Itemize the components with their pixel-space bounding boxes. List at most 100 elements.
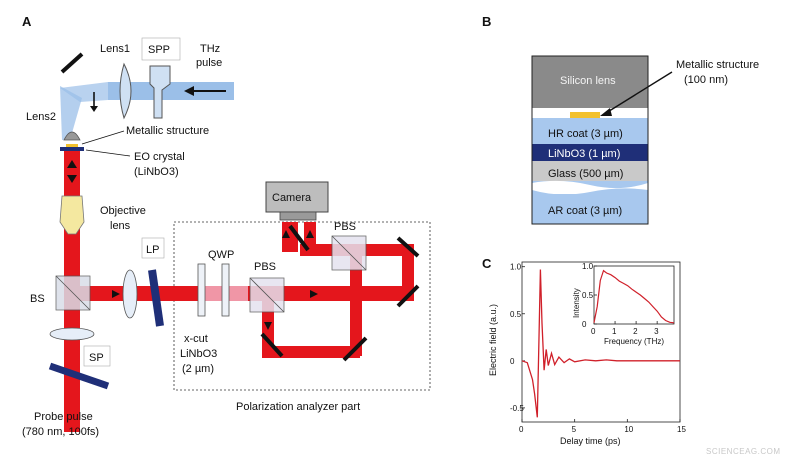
inset-x-tick-label: 0 xyxy=(591,327,596,336)
eo-label-line2: (LiNbO3) xyxy=(134,166,179,178)
probe-down-arrow xyxy=(67,175,77,183)
sp-filter xyxy=(48,362,110,390)
inset-chart-frame xyxy=(593,265,675,325)
probe-label-line2: (780 nm, 100fs) xyxy=(22,426,99,438)
inset-y-tick-label: 0.5 xyxy=(582,291,594,300)
sp-label: SP xyxy=(89,352,104,364)
watermark: SCIENCEAG.COM xyxy=(706,447,781,456)
qwp-label: QWP xyxy=(208,249,234,261)
inset-y-tick-label: 1.0 xyxy=(582,262,594,271)
analyzer-label: Polarization analyzer part xyxy=(236,401,360,413)
imaging-lens xyxy=(122,269,138,319)
camera-label: Camera xyxy=(272,192,312,204)
mirror-upper-right xyxy=(396,236,420,258)
panel-c-label: C xyxy=(482,256,492,271)
arrow-camera-1 xyxy=(282,230,290,238)
xcut-label-line1: x-cut xyxy=(184,333,208,345)
eo-crystal-mark xyxy=(60,147,84,151)
inset-chart: 0 1 2 3 0 0.5 1.0 Frequency (THz) Intensity xyxy=(572,262,675,346)
beam-to-camera-2 xyxy=(304,222,316,256)
main-x-tick-label: 5 xyxy=(572,425,577,434)
arrow-bs-out xyxy=(112,290,120,298)
spp-box xyxy=(141,37,181,61)
metallic-structure-mark xyxy=(66,144,78,147)
inset-x-axis-label: Frequency (THz) xyxy=(604,337,664,346)
xcut-label-line3: (2 µm) xyxy=(182,363,214,375)
eo-leader xyxy=(85,149,131,157)
camera-body xyxy=(265,181,329,213)
sp-box xyxy=(83,345,111,367)
inset-x-tick-label: 1 xyxy=(612,327,617,336)
inset-x-tick-label: 3 xyxy=(654,327,659,336)
hr-coat-layer xyxy=(532,118,648,144)
main-y-tick-label: 1.0 xyxy=(510,263,522,272)
xcut-plate xyxy=(197,263,206,317)
objective-label-line1: Objective xyxy=(100,205,146,217)
pbs-mid-diagonal xyxy=(249,277,285,313)
beam-far-right xyxy=(402,244,414,300)
beam-right-vertical xyxy=(350,244,362,356)
bs-label: BS xyxy=(30,293,45,305)
lens1-shape xyxy=(119,62,132,120)
bs-diagonal xyxy=(55,275,91,311)
mirror-far-right xyxy=(396,284,420,308)
metallic-structure-label: Metallic structure xyxy=(126,125,209,137)
glass-label: Glass (500 µm) xyxy=(548,168,623,180)
main-x-tick-label: 10 xyxy=(624,425,633,434)
spp-label: SPP xyxy=(148,44,170,56)
lp-box xyxy=(141,237,165,259)
main-x-tick-label: 15 xyxy=(677,425,686,434)
inset-y-tick-label: 0 xyxy=(582,320,587,329)
beam-at-sample xyxy=(64,148,80,162)
objective-label-line2: lens xyxy=(110,220,131,232)
hr-coat-label: HR coat (3 µm) xyxy=(548,128,623,140)
lens2-shape xyxy=(63,131,81,141)
pbs-top-label: PBS xyxy=(334,221,356,233)
mirror-lower-left xyxy=(260,332,284,358)
qwp-plate xyxy=(221,263,230,317)
metallic-structure-b-label-1: Metallic structure xyxy=(676,59,759,71)
layer-stack xyxy=(531,55,649,225)
linbo3-label: LiNbO3 (1 µm) xyxy=(548,148,620,160)
objective-lens-shape xyxy=(59,195,85,235)
probe-label-line1: Probe pulse xyxy=(34,411,93,423)
thz-down-arrow-head xyxy=(90,106,98,112)
metallic-b-pointer xyxy=(605,71,673,114)
thz-label-line1: THz xyxy=(200,43,220,55)
linbo3-layer xyxy=(532,144,648,161)
main-y-tick-label: 0.5 xyxy=(510,310,522,319)
main-y-tick-label: 0 xyxy=(510,357,515,366)
pbs-mid-label: PBS xyxy=(254,261,276,273)
main-x-tick-label: 0 xyxy=(519,425,524,434)
probe-up-arrow xyxy=(67,160,77,168)
main-series-line xyxy=(521,269,680,418)
panel-b-label: B xyxy=(482,14,491,29)
mirror-top xyxy=(60,52,84,74)
spp-plate xyxy=(149,65,171,119)
metallic-structure-layer xyxy=(570,112,600,118)
arrow-camera-2 xyxy=(306,230,314,238)
ar-coat-layer xyxy=(532,194,648,224)
ar-coat-label: AR coat (3 µm) xyxy=(548,205,622,217)
inset-y-axis-label: Intensity xyxy=(572,288,581,318)
pbs-top-diagonal xyxy=(331,235,367,271)
thz-beam-down xyxy=(60,86,82,140)
mirror-camera xyxy=(288,224,310,252)
thz-arrow-head xyxy=(184,86,194,96)
glass-break xyxy=(532,180,648,195)
lens1-label: Lens1 xyxy=(100,43,130,55)
inset-series-line xyxy=(593,269,675,324)
arrow-down xyxy=(264,322,272,330)
lower-lens xyxy=(49,327,95,341)
metallic-leader xyxy=(81,130,125,145)
main-y-axis-label: Electric field (a.u.) xyxy=(488,304,498,376)
inset-x-tick-label: 2 xyxy=(633,327,638,336)
glass-layer xyxy=(532,161,648,181)
lens2-label: Lens2 xyxy=(26,111,56,123)
panel-a-label: A xyxy=(22,14,32,29)
stack-outline xyxy=(531,55,649,225)
arrow-pbs-out xyxy=(310,290,318,298)
thz-beam-reflected xyxy=(60,82,108,102)
main-y-tick-label: -0.5 xyxy=(510,404,524,413)
